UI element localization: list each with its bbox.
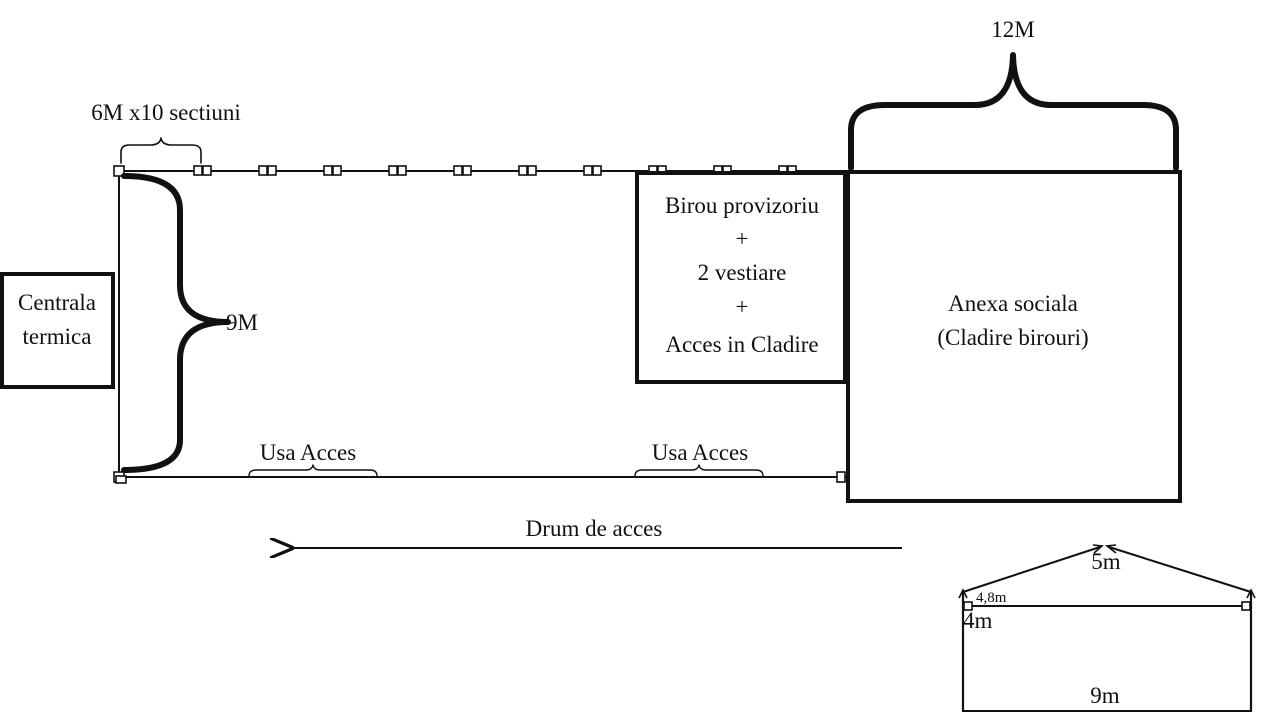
roof-right-rafter <box>1108 546 1252 593</box>
rafter-length-label: 4,8m <box>976 590 1007 606</box>
column-post <box>592 165 602 176</box>
access-road-label: Drum de acces <box>526 516 663 541</box>
column-post <box>518 165 528 176</box>
door-right-brace <box>634 464 764 477</box>
column-post <box>332 165 342 176</box>
annex-label-line1: Anexa sociala <box>948 291 1078 316</box>
building-cross-section: 5m 4,8m 4m 9m <box>958 544 1256 712</box>
ridge-arrow-left <box>1092 544 1104 554</box>
section-beam-post <box>963 601 973 611</box>
office-label-line1: Birou provizoriu <box>665 193 819 218</box>
corner-post <box>115 475 127 484</box>
door-left-brace <box>248 464 378 477</box>
span-width-label: 9m <box>1090 683 1120 708</box>
annex-width-brace <box>848 52 1179 171</box>
section-beam-post <box>1241 601 1251 611</box>
hall-depth-brace <box>121 173 231 473</box>
column-post <box>193 165 203 176</box>
column-post <box>267 165 277 176</box>
column-post <box>388 165 398 176</box>
section-spacing-brace <box>120 137 202 164</box>
column-post <box>202 165 212 176</box>
column-post <box>462 165 472 176</box>
temporary-office <box>635 171 847 384</box>
office-label-line2: + <box>736 226 749 251</box>
office-label-line5: Acces in Cladire <box>665 332 818 357</box>
social-annex-building <box>846 170 1182 503</box>
office-label-line4: + <box>736 294 749 319</box>
corner-post <box>113 165 125 177</box>
column-post <box>453 165 463 176</box>
annex-label-line2: (Cladire birouri) <box>937 325 1088 350</box>
ridge-arrow-right <box>1104 544 1117 554</box>
column-post <box>583 165 593 176</box>
door-left-label: Usa Acces <box>260 440 356 465</box>
boiler-label-line1: Centrala <box>18 290 96 315</box>
column-post <box>397 165 407 176</box>
section-spec-label: 6M x10 sectiuni <box>91 100 241 125</box>
eave-arrow-left <box>958 588 968 599</box>
column-post <box>323 165 333 176</box>
corner-post <box>836 471 846 483</box>
column-post <box>527 165 537 176</box>
depth-dimension-label: 9M <box>226 310 258 335</box>
boiler-room <box>0 272 115 389</box>
door-right-label: Usa Acces <box>652 440 748 465</box>
width-dimension-label: 12M <box>991 17 1034 42</box>
ridge-height-label: 5m <box>1091 549 1121 574</box>
column-post <box>258 165 268 176</box>
eave-arrow-right <box>1246 588 1256 599</box>
wall-height-label: 4m <box>963 608 993 633</box>
roof-left-rafter <box>962 546 1101 593</box>
office-label-line3: 2 vestiare <box>698 260 787 285</box>
boiler-label-line2: termica <box>23 324 92 349</box>
